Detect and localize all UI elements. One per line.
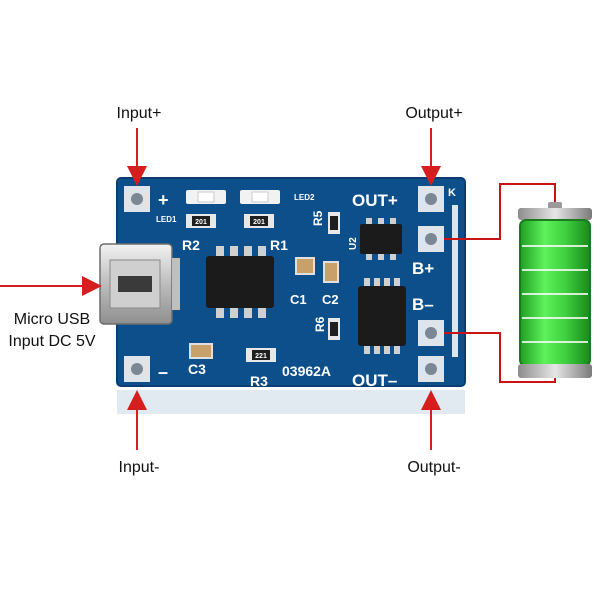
capacitors — [189, 257, 339, 359]
leds — [186, 190, 280, 204]
silk-c3: C3 — [188, 361, 206, 377]
silk-r3: R3 — [250, 373, 268, 389]
silk-c1: C1 — [290, 292, 307, 307]
protection-ic — [360, 218, 402, 260]
battery-wires — [444, 183, 556, 383]
silk-led2: LED2 — [294, 193, 315, 202]
silk-r6: R6 — [313, 316, 327, 332]
silk-k: K — [448, 187, 456, 199]
silk-plus: + — [158, 190, 169, 210]
charger-ic — [206, 246, 274, 318]
resistor-r3-code: 221 — [255, 353, 267, 360]
silk-r2: R2 — [182, 237, 200, 253]
micro-usb-connector — [99, 243, 180, 325]
silkscreen-labels: + – LED1 LED2 R2 R1 R3 R5 R6 C1 C2 C3 U2… — [156, 187, 456, 390]
solder-pads — [124, 186, 458, 382]
wire-b-minus — [444, 332, 556, 383]
silk-b-minus: B– — [412, 295, 434, 314]
silk-out-plus: OUT+ — [352, 191, 398, 210]
silk-minus: – — [158, 362, 168, 382]
resistor-r1-code: 201 — [253, 219, 265, 226]
resistor-r2-code: 201 — [195, 219, 207, 226]
callout-arrows — [0, 128, 441, 450]
label-input-plus: Input+ — [117, 105, 162, 122]
resistors: 201 201 221 — [186, 212, 340, 362]
label-output-minus: Output- — [407, 459, 460, 476]
mosfet-ic — [358, 278, 406, 354]
label-input-minus: Input- — [119, 459, 160, 476]
silk-out-minus: OUT– — [352, 371, 397, 390]
callout-labels: Input+ Output+ Input- Output- Micro USB … — [8, 105, 462, 476]
silk-led1: LED1 — [156, 215, 177, 224]
silk-b-plus: B+ — [412, 259, 434, 278]
label-usb-line1: Micro USB — [14, 311, 90, 328]
silk-u2: U2 — [348, 237, 359, 250]
battery — [518, 202, 592, 378]
label-output-plus: Output+ — [405, 105, 462, 122]
silk-c2: C2 — [322, 292, 339, 307]
silk-r1: R1 — [270, 237, 288, 253]
silk-board-code: 03962A — [282, 363, 331, 379]
wire-b-plus — [444, 183, 556, 240]
label-usb-line2: Input DC 5V — [8, 333, 95, 350]
silk-r5: R5 — [311, 210, 325, 226]
